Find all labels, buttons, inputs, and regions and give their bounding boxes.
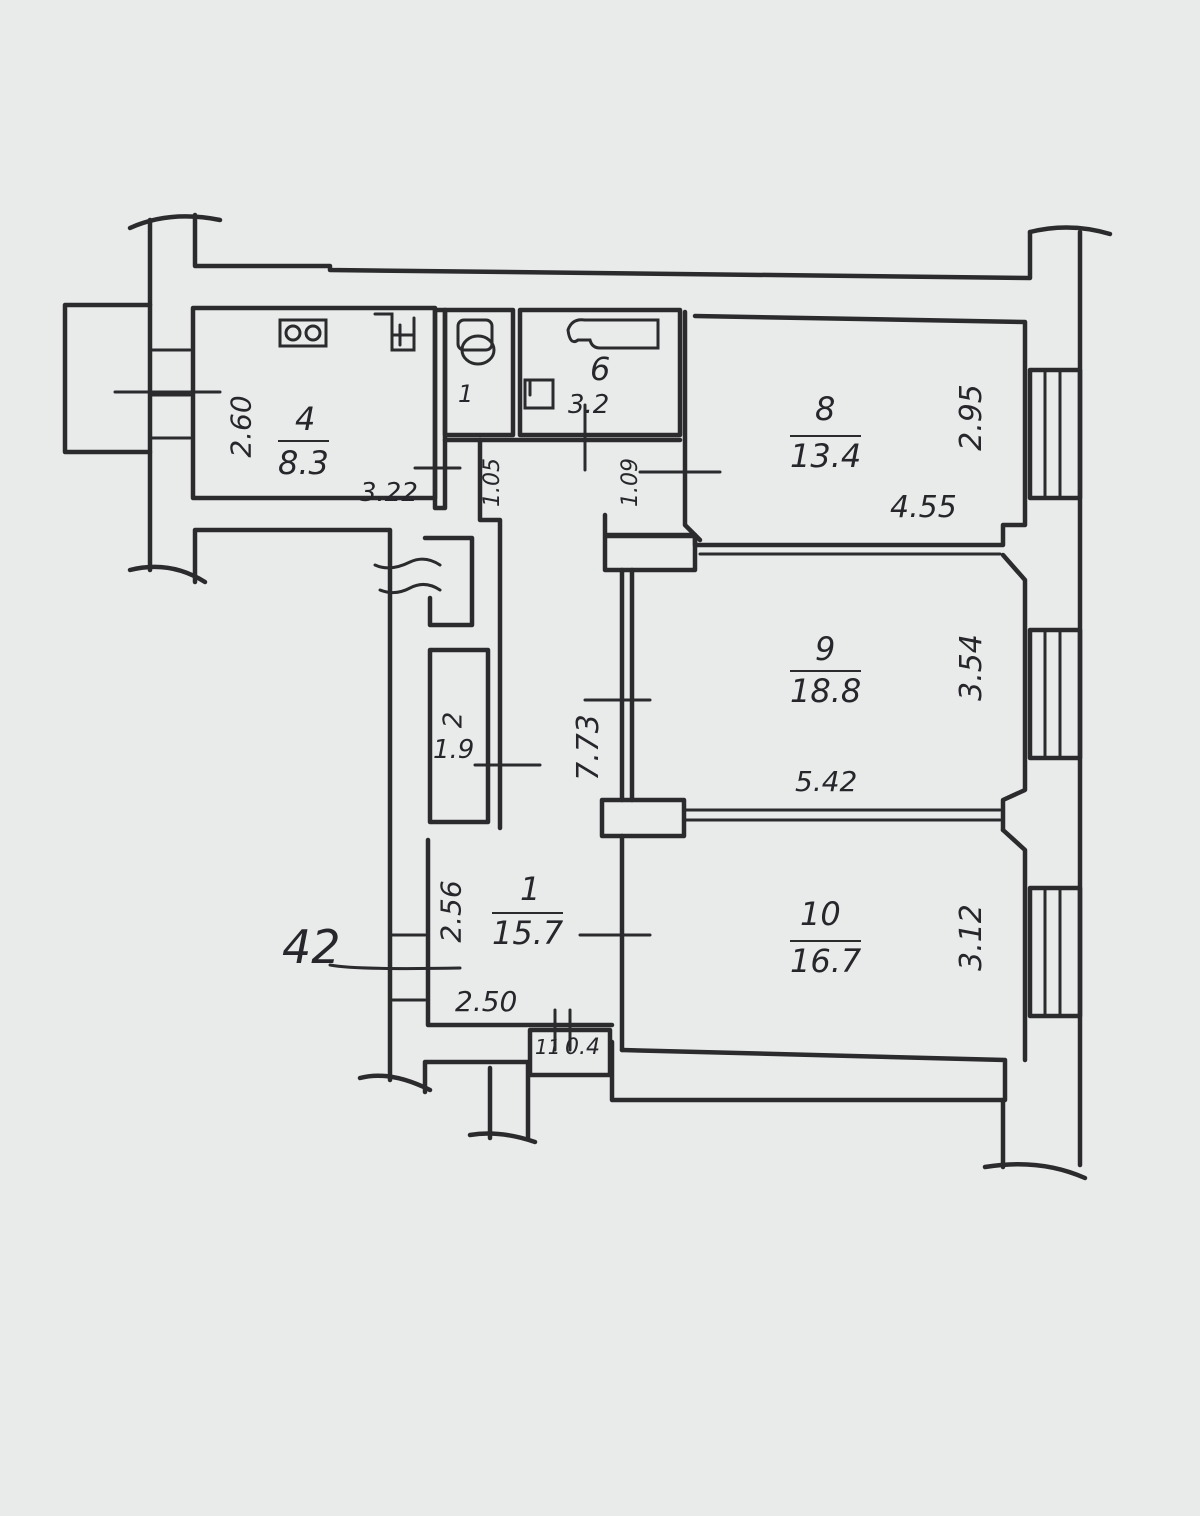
hall-depth-dim: 2.56 (434, 880, 468, 943)
room-4-area: 8.3 (278, 440, 329, 482)
room-10-depth-dim: 3.12 (953, 904, 989, 971)
room-1-number: 1 (520, 870, 541, 908)
room-9-area: 18.8 (790, 670, 862, 710)
room-8-area: 13.4 (790, 435, 862, 475)
room-1-area: 15.7 (492, 912, 564, 952)
room-8-number: 8 (815, 390, 836, 428)
room-8 (602, 313, 1028, 573)
hall-and-storage (328, 535, 615, 1078)
entrance-mark: 42 (282, 920, 341, 974)
room-9-width-dim: 5.42 (795, 765, 858, 798)
left-bay (62, 302, 222, 455)
kitchen-room (190, 305, 462, 501)
room-6-area: 3.2 (568, 390, 610, 420)
kitchen-length-dim: 3.22 (360, 478, 418, 508)
hall-width-dim: 2.50 (455, 985, 518, 1018)
room-6-number: 6 (590, 350, 611, 388)
room-4-number: 4 (295, 400, 316, 438)
wc-width-dim: 1.05 (479, 458, 505, 507)
room-9 (473, 552, 1028, 839)
room-10-area: 16.7 (790, 940, 862, 980)
room-9-depth-dim: 3.54 (953, 634, 989, 701)
room-8-width-dim: 4.55 (890, 490, 957, 525)
wc-small-mark: 1 (458, 380, 474, 408)
room-11-number: 11 (535, 1035, 561, 1059)
room-9-number: 9 (815, 630, 836, 668)
room-8-depth-dim: 2.95 (953, 384, 989, 451)
hall-length-dim: 7.73 (570, 714, 606, 781)
room-11-area: 0.4 (565, 1035, 600, 1060)
kitchen-width-dim: 2.60 (224, 395, 258, 458)
bath-width-dim: 1.09 (617, 458, 643, 507)
room-2-area: 1.9 (433, 735, 475, 765)
room-10 (578, 827, 1028, 1103)
room-2-number: 2 (438, 711, 469, 729)
windows (1027, 367, 1083, 1019)
room-10-number: 10 (800, 895, 841, 933)
